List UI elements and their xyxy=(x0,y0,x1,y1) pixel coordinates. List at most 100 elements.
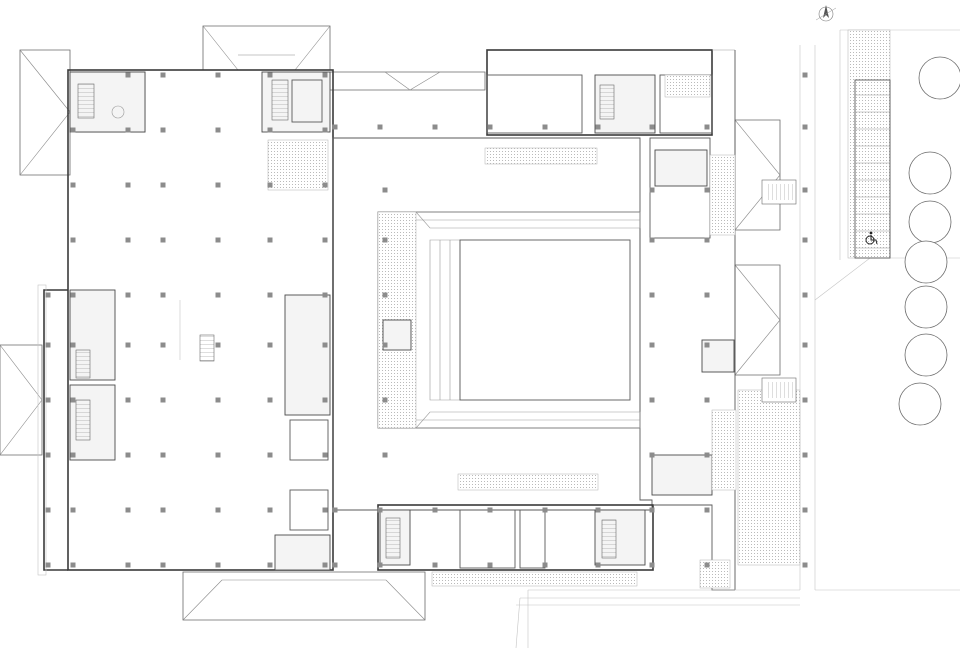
column-marker xyxy=(432,562,438,568)
toilet-core-east xyxy=(701,339,735,373)
roof-canopy-east-lower xyxy=(734,264,781,376)
column-marker xyxy=(649,562,655,568)
column-marker xyxy=(45,397,51,403)
column-marker xyxy=(322,507,328,513)
tree xyxy=(904,285,948,329)
column-marker xyxy=(649,292,655,298)
column-marker xyxy=(377,562,383,568)
column-marker xyxy=(802,562,808,568)
column-marker xyxy=(215,342,221,348)
column-marker xyxy=(802,507,808,513)
east-wing xyxy=(649,137,801,566)
column-marker xyxy=(125,452,131,458)
column-marker xyxy=(595,562,601,568)
column-marker xyxy=(160,237,166,243)
column-marker xyxy=(160,292,166,298)
column-marker xyxy=(704,452,710,458)
column-marker xyxy=(70,127,76,133)
column-marker xyxy=(125,397,131,403)
column-marker xyxy=(432,124,438,130)
column-marker xyxy=(542,562,548,568)
column-marker xyxy=(215,452,221,458)
column-marker xyxy=(125,182,131,188)
parking-lot xyxy=(847,29,891,259)
structural-columns xyxy=(45,72,808,568)
central-courtyard xyxy=(332,137,653,511)
column-marker xyxy=(70,452,76,458)
column-marker xyxy=(704,562,710,568)
toilet-core-southeast xyxy=(651,454,713,496)
column-marker xyxy=(802,124,808,130)
column-marker xyxy=(125,342,131,348)
column-marker xyxy=(160,562,166,568)
column-marker xyxy=(595,124,601,130)
roof-canopy-south xyxy=(182,571,426,621)
column-marker xyxy=(125,72,131,78)
column-marker xyxy=(215,292,221,298)
column-marker xyxy=(487,124,493,130)
column-marker xyxy=(322,72,328,78)
column-marker xyxy=(322,127,328,133)
accessible-symbol-icon xyxy=(865,231,878,245)
column-marker xyxy=(322,342,328,348)
column-marker xyxy=(649,342,655,348)
toilet-core-south xyxy=(274,534,331,571)
column-marker xyxy=(70,237,76,243)
north-arrow-icon xyxy=(815,5,837,22)
column-marker xyxy=(487,562,493,568)
tree xyxy=(908,200,952,244)
column-marker xyxy=(160,72,166,78)
column-marker xyxy=(649,237,655,243)
service-zone-north xyxy=(267,139,329,191)
column-marker xyxy=(649,507,655,513)
column-marker xyxy=(487,507,493,513)
west-hall xyxy=(37,69,334,576)
column-marker xyxy=(377,507,383,513)
column-marker xyxy=(322,562,328,568)
column-marker xyxy=(45,292,51,298)
column-marker xyxy=(704,292,710,298)
column-marker xyxy=(160,342,166,348)
column-marker xyxy=(160,507,166,513)
column-marker xyxy=(802,452,808,458)
column-marker xyxy=(649,397,655,403)
column-marker xyxy=(267,452,273,458)
column-marker xyxy=(704,397,710,403)
column-marker xyxy=(267,292,273,298)
column-marker xyxy=(649,124,655,130)
column-marker xyxy=(802,342,808,348)
column-marker xyxy=(322,452,328,458)
column-marker xyxy=(215,507,221,513)
column-marker xyxy=(70,507,76,513)
column-marker xyxy=(649,452,655,458)
column-marker xyxy=(160,127,166,133)
tree xyxy=(908,151,952,195)
column-marker xyxy=(70,292,76,298)
column-marker xyxy=(125,127,131,133)
column-marker xyxy=(382,342,388,348)
column-marker xyxy=(382,237,388,243)
core-center-west xyxy=(284,294,331,416)
column-marker xyxy=(704,124,710,130)
roof-canopy-north xyxy=(202,25,331,71)
column-marker xyxy=(160,182,166,188)
roof-canopy-north-center xyxy=(329,71,486,91)
column-marker xyxy=(45,562,51,568)
column-marker xyxy=(432,507,438,513)
column-marker xyxy=(595,507,601,513)
column-marker xyxy=(70,397,76,403)
column-marker xyxy=(45,452,51,458)
open-stair-hall xyxy=(199,334,215,362)
column-marker xyxy=(70,182,76,188)
column-marker xyxy=(704,507,710,513)
column-marker xyxy=(542,124,548,130)
column-marker xyxy=(322,237,328,243)
column-marker xyxy=(70,342,76,348)
column-marker xyxy=(322,292,328,298)
site-edges xyxy=(515,29,960,649)
column-marker xyxy=(704,237,710,243)
column-marker xyxy=(125,507,131,513)
column-marker xyxy=(125,237,131,243)
column-marker xyxy=(267,342,273,348)
